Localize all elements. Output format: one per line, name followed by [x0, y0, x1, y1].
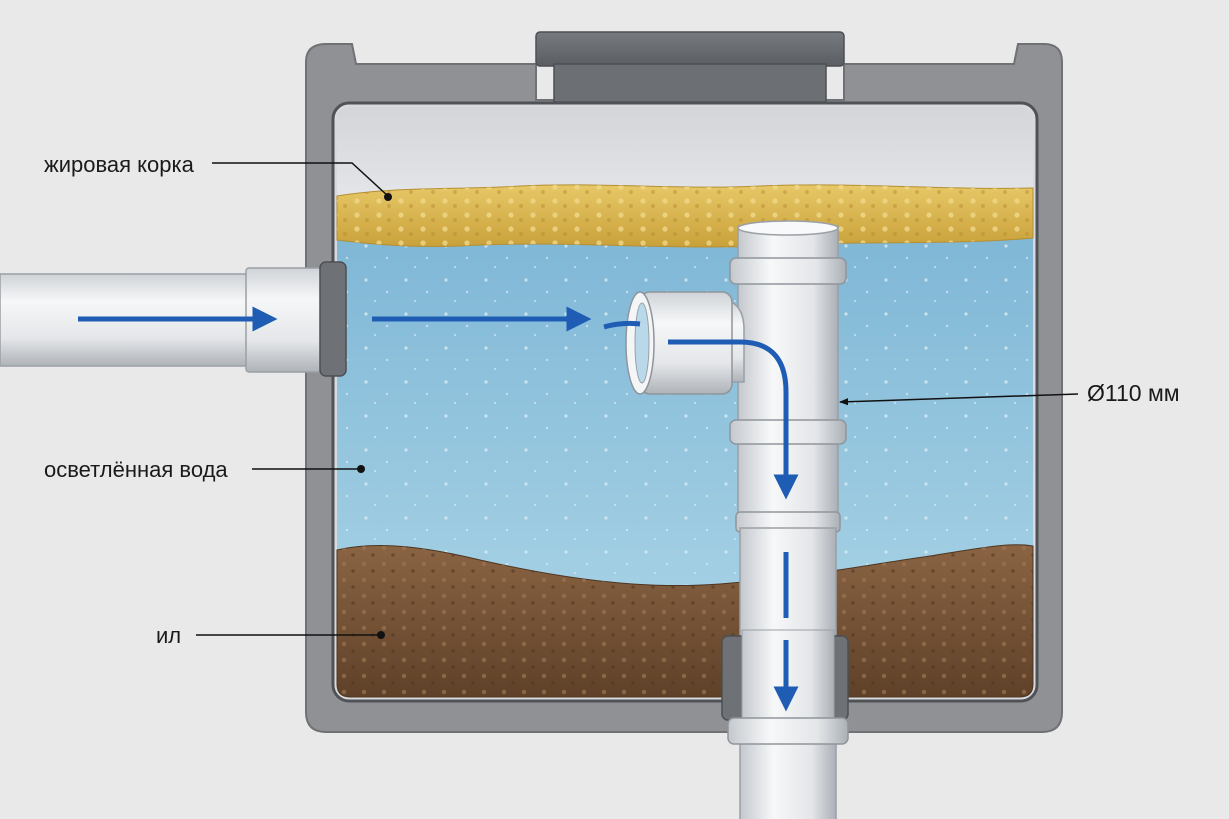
tee-top-opening [738, 221, 838, 235]
label-grease-crust: жировая корка [44, 152, 194, 178]
label-pipe-diameter: Ø110 мм [1087, 380, 1180, 406]
access-cap [536, 32, 844, 66]
tee-branch-inner [635, 303, 649, 383]
label-silt: ил [156, 623, 181, 649]
outlet-collar [728, 718, 848, 744]
water-bubbles [337, 236, 1033, 596]
tee-top-collar [730, 258, 846, 284]
leader-dot-silt [377, 631, 385, 639]
inlet-seal [320, 262, 346, 376]
grease-texture [337, 185, 1033, 247]
leader-dot-grease [384, 193, 392, 201]
label-clarified-water: осветлённая вода [44, 457, 228, 483]
leader-dot-water [357, 465, 365, 473]
access-collar [554, 64, 826, 102]
